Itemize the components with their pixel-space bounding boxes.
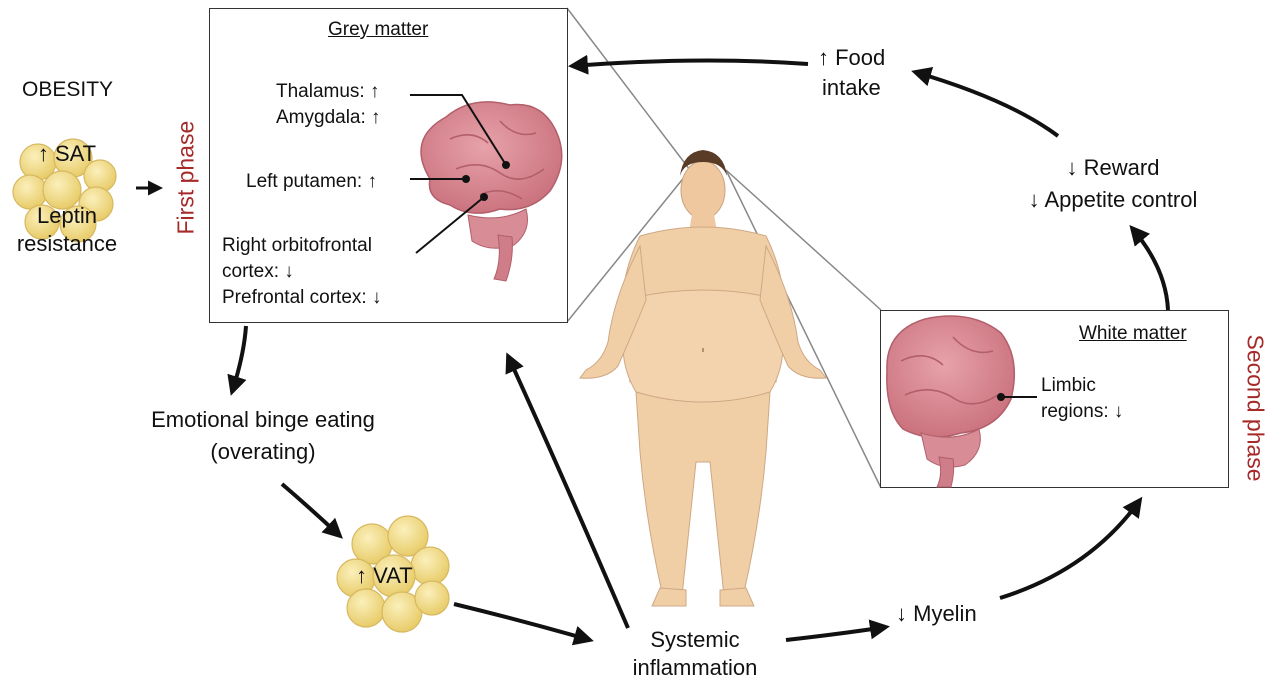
food-intake-label-line2: intake <box>822 74 881 102</box>
obesity-title: OBESITY <box>22 76 113 104</box>
inflammation-label-line2: inflammation <box>610 654 780 682</box>
sat-label: ↑ SAT <box>0 140 134 168</box>
prefrontal-label: Prefrontal cortex: ↓ <box>222 285 381 310</box>
binge-eating-label-line2: (overating) <box>118 438 408 466</box>
resistance-label: resistance <box>0 230 134 258</box>
brain-icon <box>887 316 1015 487</box>
thalamus-label: Thalamus: ↑ <box>276 79 379 104</box>
myelin-label: ↓ Myelin <box>896 600 977 628</box>
putamen-label: Left putamen: ↑ <box>246 169 377 194</box>
vat-label: ↑ VAT <box>356 562 413 590</box>
binge-eating-label-line1: Emotional binge eating <box>118 406 408 434</box>
obese-person-figure <box>580 150 826 606</box>
first-phase-label: First phase <box>173 125 200 235</box>
orbitofrontal-label-line2: cortex: ↓ <box>222 259 294 284</box>
amygdala-label: Amygdala: ↑ <box>276 105 381 130</box>
white-matter-title: White matter <box>1079 323 1187 345</box>
grey-matter-title: Grey matter <box>328 19 428 41</box>
second-phase-label: Second phase <box>1242 335 1269 467</box>
food-intake-label-line1: ↑ Food <box>818 44 885 72</box>
appetite-control-label: ↓ Appetite control <box>990 186 1236 214</box>
limbic-label-line2: regions: ↓ <box>1041 399 1123 424</box>
reward-label: ↓ Reward <box>990 154 1236 182</box>
leptin-label: Leptin <box>0 202 134 230</box>
white-matter-panel: White matter Limbic regions: ↓ <box>880 310 1229 488</box>
grey-matter-panel: Grey matter Thalamus: ↑ Amygdala: ↑ Left… <box>209 8 568 323</box>
limbic-label-line1: Limbic <box>1041 373 1096 398</box>
brain-icon <box>421 102 562 281</box>
inflammation-label-line1: Systemic <box>610 626 780 654</box>
orbitofrontal-label-line1: Right orbitofrontal <box>222 233 372 258</box>
